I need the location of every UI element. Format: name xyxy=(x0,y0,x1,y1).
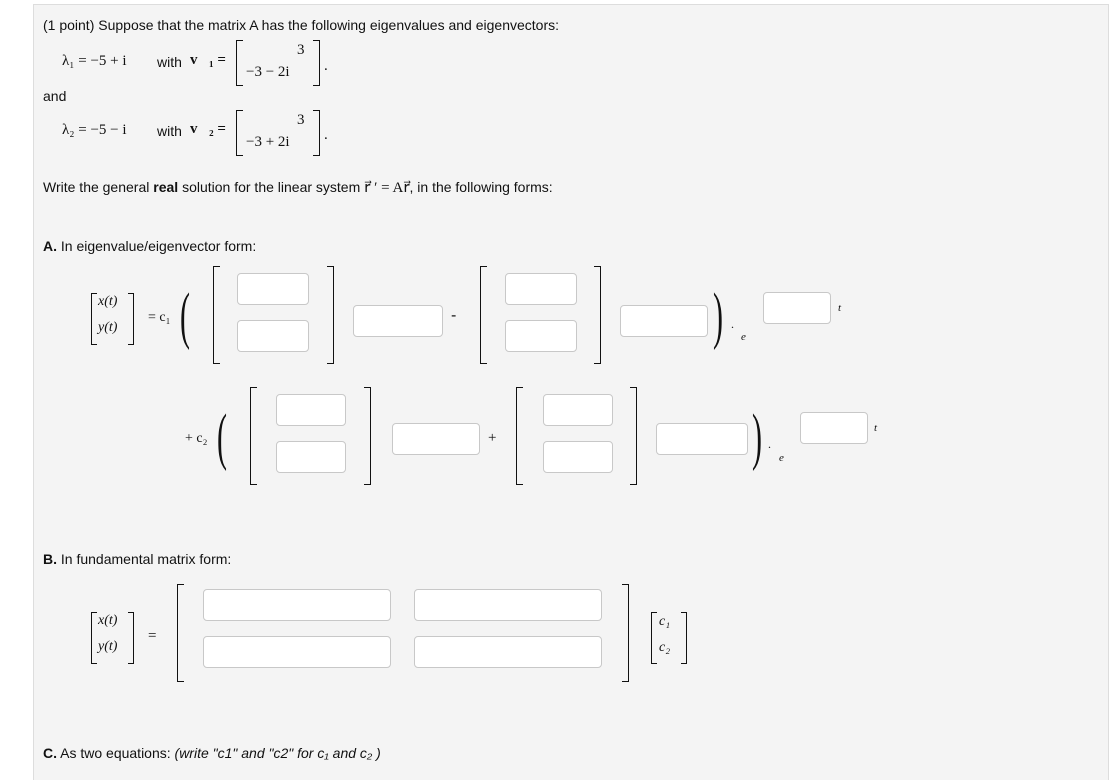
e-1: e xyxy=(741,331,746,343)
part-c-letter: C. xyxy=(43,745,57,761)
lambda2: λ₂ = −5 − i xyxy=(62,122,127,138)
left-paren-2: ( xyxy=(217,403,227,473)
matrix-right-bracket xyxy=(622,584,629,682)
v1-right-bracket xyxy=(313,40,320,86)
v1-bottom: −3 − 2i xyxy=(246,64,290,80)
system-equation: r⃗ ′ = Ar⃗ xyxy=(364,180,410,196)
part-a-func1-field[interactable] xyxy=(353,305,443,337)
part-a-vec1-bottom-field[interactable] xyxy=(237,320,309,352)
v2-top: 3 xyxy=(297,112,305,128)
part-b-letter: B. xyxy=(43,551,57,567)
part-a-func2-field[interactable] xyxy=(620,305,708,337)
part-a-func4-field[interactable] xyxy=(656,423,748,455)
part-a-title: In eigenvalue/eigenvector form: xyxy=(60,238,257,254)
part-b-title: In fundamental matrix form: xyxy=(60,551,232,567)
part-a-vec4-top-field[interactable] xyxy=(543,394,613,426)
t-1: t xyxy=(838,302,842,314)
right-paren-2: ) xyxy=(752,403,762,473)
xy-right-bracket-a xyxy=(128,293,134,345)
vec-a2-right-bracket xyxy=(594,266,601,364)
part-a-vec3-top-field[interactable] xyxy=(276,394,346,426)
instruction-bold: real xyxy=(153,179,179,195)
vec-a3-left-bracket xyxy=(250,387,257,485)
plus-c2: + c₂ xyxy=(185,431,208,446)
x-of-t-a: x(t) xyxy=(98,294,118,309)
c-right-bracket xyxy=(681,612,687,664)
v2-label: v⃗₂ = xyxy=(190,121,226,137)
lambda1: λ₁ = −5 + i xyxy=(62,53,127,69)
part-b-label: B. In fundamental matrix form: xyxy=(43,551,231,567)
minus-sign: - xyxy=(451,307,457,324)
right-paren-1: ) xyxy=(713,282,723,352)
dot-1: . xyxy=(731,317,734,331)
equals-b: = xyxy=(148,628,157,644)
part-a-label: A. In eigenvalue/eigenvector form: xyxy=(43,238,256,254)
part-c-label: C. As two equations: (write "c1" and "c2… xyxy=(43,745,381,761)
instruction-prefix: Write the general xyxy=(43,179,150,195)
part-a-vec4-bottom-field[interactable] xyxy=(543,441,613,473)
v1-left-bracket xyxy=(236,40,243,86)
dot-2: . xyxy=(768,437,771,451)
xy-right-bracket-b xyxy=(128,612,134,664)
instruction-mid: solution for the linear system xyxy=(182,179,361,195)
v1-top: 3 xyxy=(297,42,305,58)
part-a-vec2-bottom-field[interactable] xyxy=(505,320,577,352)
xy-left-bracket-a xyxy=(91,293,97,345)
y-of-t-a: y(t) xyxy=(98,320,118,335)
part-b-matrix-21-field[interactable] xyxy=(203,636,391,668)
v2-right-bracket xyxy=(313,110,320,156)
part-a-vec1-top-field[interactable] xyxy=(237,273,309,305)
y-of-t-b: y(t) xyxy=(98,639,118,654)
c2-entry: c₂ xyxy=(659,640,671,655)
vec-a3-right-bracket xyxy=(364,387,371,485)
part-b-matrix-22-field[interactable] xyxy=(414,636,602,668)
t-2: t xyxy=(874,422,878,434)
plus-sign: + xyxy=(488,430,497,446)
part-c-title: As two equations: xyxy=(60,745,171,761)
vec-a1-right-bracket xyxy=(327,266,334,364)
xy-left-bracket-b xyxy=(91,612,97,664)
part-a-letter: A. xyxy=(43,238,57,254)
part-b-matrix-12-field[interactable] xyxy=(414,589,602,621)
v2-left-bracket xyxy=(236,110,243,156)
c-left-bracket xyxy=(651,612,657,664)
vec-a2-left-bracket xyxy=(480,266,487,364)
left-paren-1: ( xyxy=(180,282,190,352)
part-b-matrix-11-field[interactable] xyxy=(203,589,391,621)
v1-period: . xyxy=(324,58,328,74)
x-of-t-b: x(t) xyxy=(98,613,118,628)
equals-c1: = c₁ xyxy=(148,310,171,325)
matrix-left-bracket xyxy=(177,584,184,682)
vec-a4-right-bracket xyxy=(630,387,637,485)
vec-a1-left-bracket xyxy=(213,266,220,364)
part-c-hint: (write "c1" and "c2" for c₁ and c₂ ) xyxy=(174,745,381,761)
and-text: and xyxy=(43,88,67,104)
part-a-exponent2-field[interactable] xyxy=(800,412,868,444)
part-a-vec2-top-field[interactable] xyxy=(505,273,577,305)
with-2: with xyxy=(157,123,182,139)
v2-period: . xyxy=(324,127,328,143)
instruction: Write the general real solution for the … xyxy=(43,178,553,197)
instruction-suffix: , in the following forms: xyxy=(409,179,553,195)
part-a-vec3-bottom-field[interactable] xyxy=(276,441,346,473)
c1-entry: c₁ xyxy=(659,614,671,629)
e-2: e xyxy=(779,452,784,464)
with-1: with xyxy=(157,54,182,70)
problem-intro: (1 point) Suppose that the matrix A has … xyxy=(43,17,559,33)
vec-a4-left-bracket xyxy=(516,387,523,485)
v2-bottom: −3 + 2i xyxy=(246,134,290,150)
part-a-exponent1-field[interactable] xyxy=(763,292,831,324)
v1-label: v⃗₁ = xyxy=(190,52,226,68)
part-a-func3-field[interactable] xyxy=(392,423,480,455)
